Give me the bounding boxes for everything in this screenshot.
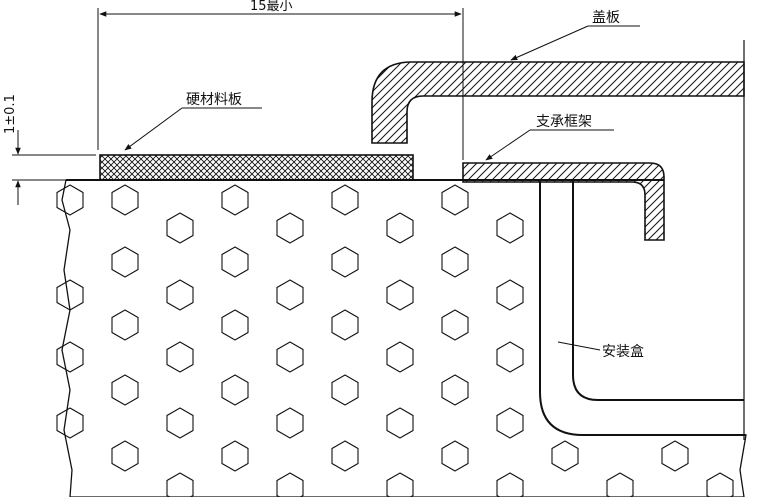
hex-aggregate	[166, 341, 194, 373]
hex-aggregate	[496, 212, 524, 244]
hex-aggregate	[276, 472, 304, 497]
min-width-label: 15最小	[250, 0, 293, 14]
support-frame	[462, 162, 665, 241]
hex-aggregate	[706, 472, 734, 497]
hex-aggregate	[441, 440, 469, 472]
hex-aggregate	[441, 309, 469, 341]
hex-aggregate	[606, 472, 634, 497]
hex-aggregate	[551, 440, 579, 472]
hex-aggregate	[56, 279, 84, 311]
hex-aggregate	[331, 440, 359, 472]
mounting-box	[539, 40, 746, 440]
hard-material-plate	[99, 154, 414, 181]
hex-aggregate	[496, 279, 524, 311]
hex-aggregate	[56, 184, 84, 216]
hex-aggregate	[221, 374, 249, 406]
cover-plate-label: 盖板	[592, 10, 620, 26]
hex-aggregate	[166, 279, 194, 311]
support-frame-label: 支承框架	[536, 114, 592, 130]
hex-aggregate	[221, 246, 249, 278]
hex-aggregate	[331, 246, 359, 278]
hex-aggregate	[331, 309, 359, 341]
hex-aggregate	[56, 341, 84, 373]
hex-aggregate	[386, 341, 414, 373]
height-dimension: 1±0.1	[3, 94, 96, 205]
cover-plate	[371, 61, 745, 144]
hex-aggregate	[111, 440, 139, 472]
hex-aggregate	[276, 341, 304, 373]
hex-aggregate	[441, 374, 469, 406]
hex-aggregate	[166, 212, 194, 244]
base-slab	[56, 179, 747, 497]
hard-material-plate-callout: 硬材料板	[124, 92, 262, 151]
hex-aggregate	[221, 184, 249, 216]
hex-aggregate	[276, 212, 304, 244]
hex-aggregate	[276, 279, 304, 311]
hex-aggregate	[496, 407, 524, 439]
hex-aggregate	[166, 472, 194, 497]
hex-aggregate-pattern	[56, 184, 734, 497]
height-tolerance-label: 1±0.1	[3, 94, 18, 134]
hex-aggregate	[386, 212, 414, 244]
hex-aggregate	[386, 279, 414, 311]
cover-plate-callout: 盖板	[510, 10, 640, 61]
hex-aggregate	[386, 407, 414, 439]
hex-aggregate	[276, 407, 304, 439]
hex-aggregate	[331, 374, 359, 406]
width-dimension: 15最小	[97, 0, 464, 160]
mounting-box-callout: 安装盒	[557, 341, 644, 360]
hard-material-plate-label: 硬材料板	[186, 92, 242, 108]
hex-aggregate	[331, 184, 359, 216]
hex-aggregate	[441, 184, 469, 216]
hex-aggregate	[56, 407, 84, 439]
mounting-box-label: 安装盒	[602, 343, 644, 360]
hex-aggregate	[111, 309, 139, 341]
hex-aggregate	[111, 246, 139, 278]
hex-aggregate	[111, 184, 139, 216]
hex-aggregate	[166, 407, 194, 439]
support-frame-callout: 支承框架	[485, 114, 614, 161]
hex-aggregate	[496, 341, 524, 373]
hex-aggregate	[496, 472, 524, 497]
hex-aggregate	[221, 309, 249, 341]
hex-aggregate	[661, 440, 689, 472]
hex-aggregate	[221, 440, 249, 472]
hex-aggregate	[386, 472, 414, 497]
hex-aggregate	[441, 246, 469, 278]
hex-aggregate	[111, 374, 139, 406]
